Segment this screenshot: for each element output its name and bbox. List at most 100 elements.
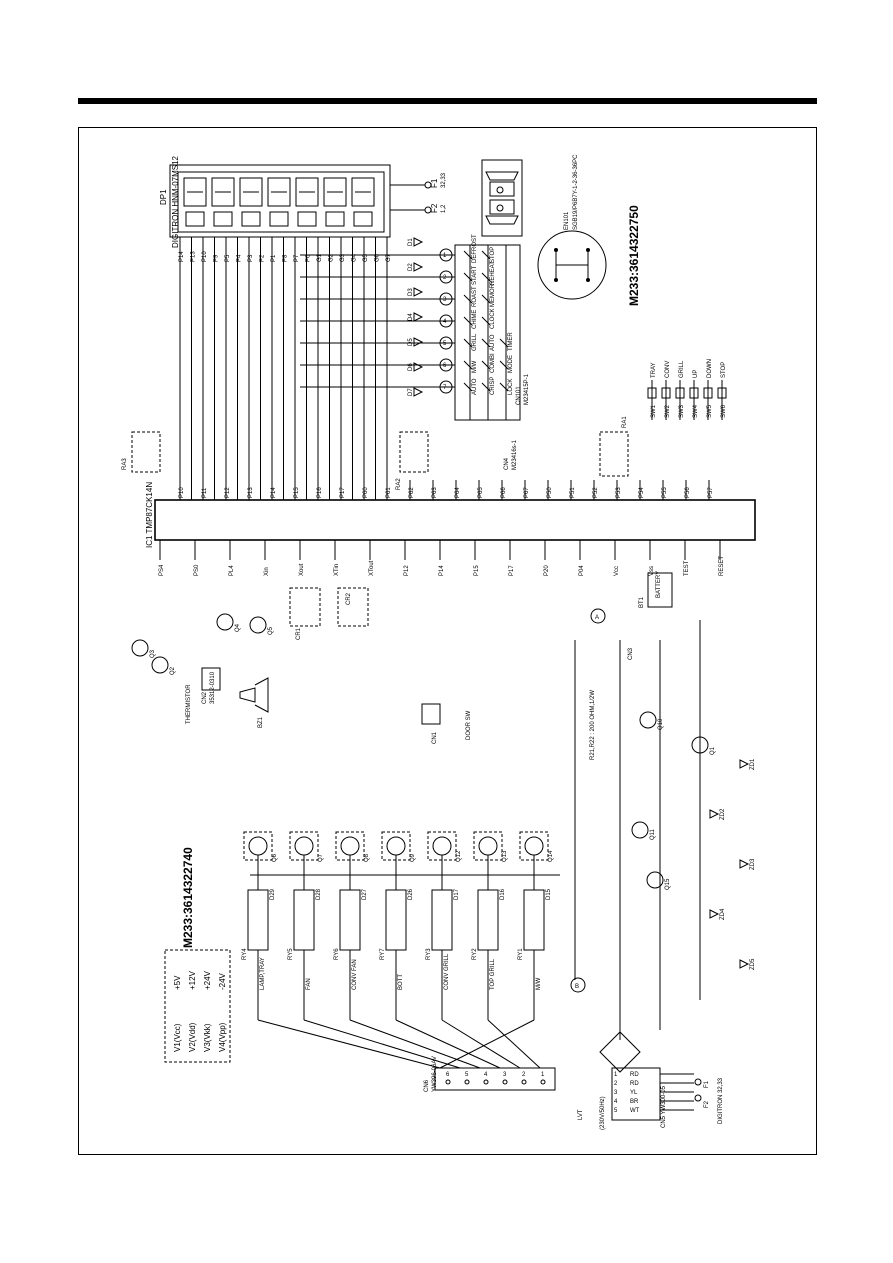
tact-switch-label: SW5	[707, 404, 713, 418]
display-pin-label: G4	[352, 253, 358, 262]
relay-diode-label: D15	[546, 888, 552, 900]
ic-pin-label: XTout	[369, 560, 375, 576]
cn4-model: M23416s-1	[512, 439, 518, 470]
tact-switch-label: SW2	[665, 404, 671, 418]
legend-name: V4(Vpp)	[218, 1022, 227, 1052]
legend-value: +24V	[203, 970, 212, 990]
display-pin-label: P10	[202, 251, 208, 262]
display-pin-label: P6	[306, 254, 312, 262]
vfd-en101: EN101 SGB19/P6B7Y-1-2-36-36PC	[537, 154, 607, 300]
cn5-pin: 3	[614, 1090, 618, 1096]
cn5-wire: RD	[630, 1081, 639, 1087]
ic-port-label: P60	[363, 487, 369, 498]
ic-port-label: P10	[179, 487, 185, 498]
relay-transistor	[340, 836, 360, 856]
relay-load-label: FAN	[306, 978, 312, 990]
legend-value: +12V	[188, 970, 197, 990]
cr1-label: CR1	[296, 627, 302, 640]
ra2-label: RA2	[396, 478, 402, 490]
key-diode-label: D4	[408, 313, 414, 321]
cn6-model: YW396-06AV	[432, 1056, 438, 1092]
key-label: LOCK	[508, 379, 514, 395]
display-pin-label: G5	[363, 253, 369, 262]
tact-switch	[661, 387, 671, 399]
ic-port-label: P14	[271, 487, 277, 498]
ic-port-label: P67	[524, 487, 530, 498]
key-label: STOP	[490, 247, 496, 263]
ic-port-label: P50	[547, 487, 553, 498]
key-label: AUTO	[490, 334, 496, 351]
point-b-label: B	[575, 984, 579, 990]
key-row-number: 2	[443, 275, 447, 281]
tact-function-label: GRILL	[679, 360, 685, 378]
relay-transistor	[294, 836, 314, 856]
key-row-number: 3	[443, 297, 447, 303]
key-label: M/W	[472, 360, 478, 373]
ra1-label: RA1	[622, 416, 628, 428]
relay-load-label: CONV FAN	[352, 959, 358, 990]
relay-coil	[293, 889, 315, 951]
ic-port-label: P13	[248, 487, 254, 498]
relay-section: Q6D29RY4LAMP,TRAYQ7D28RY5FANQ8D27RY6CONV…	[242, 831, 560, 1069]
key-diode-label: D2	[408, 263, 414, 271]
ic-pin-label: Xin	[264, 567, 270, 576]
cn5-pin: 1	[614, 1072, 618, 1078]
relay-diode-label: D17	[454, 888, 460, 900]
tact-function-label: UP	[693, 370, 699, 378]
ic-pin-label: Xout	[299, 563, 305, 576]
transistor	[631, 821, 649, 839]
transistor	[216, 613, 234, 631]
display-pin-label: P1	[271, 254, 277, 262]
key-diode-label: D3	[408, 288, 414, 296]
relay-load-label: BOTT	[398, 974, 404, 990]
transistor	[691, 736, 709, 754]
tact-switch-label: SW4	[693, 404, 699, 418]
transistor-label: Q3	[150, 649, 156, 658]
key-label: TIMER	[508, 332, 514, 351]
display-digit	[323, 177, 347, 207]
transistor-label: Q11	[650, 828, 656, 840]
cn1-label: CN1	[432, 731, 438, 744]
cn5-wire: WT	[630, 1108, 640, 1114]
ic1-label: IC1 TMP87CK14N	[145, 482, 154, 548]
cn5-pin: 2	[614, 1081, 618, 1087]
bridge-rectifier: B	[570, 977, 641, 1073]
ic-pin-label: PS4	[159, 564, 165, 576]
tact-function-label: CONV	[665, 361, 671, 378]
relay-diode-label: D26	[408, 888, 414, 900]
display-pin-label: G2	[329, 253, 335, 262]
relay-transistor	[432, 836, 452, 856]
display-pin-label: P14	[179, 251, 185, 262]
tact-switch-label: SW1	[651, 404, 657, 418]
voltage-legend: V1(Vcc)+5VV2(Vdd)+12VV3(Vkk)+24VV4(Vpp)-…	[164, 949, 231, 1063]
relay-load-label: M/W	[536, 977, 542, 990]
display-pin-label: P13	[191, 251, 197, 262]
cn6-pin: 1	[541, 1072, 545, 1078]
ic-pin-label: PL4	[229, 565, 235, 576]
relay-coil	[523, 889, 545, 951]
display-digit	[183, 177, 207, 207]
relay-transistor	[386, 836, 406, 856]
display-pin-label: P4	[237, 254, 243, 262]
display-digit	[267, 177, 291, 207]
ic-port-label: P57	[708, 487, 714, 498]
relay-load-label: LAMP,TRAY	[260, 957, 266, 990]
ic-port-label: P56	[685, 487, 691, 498]
display-pin-label: P5	[225, 254, 231, 262]
tact-switch-label: SW3	[679, 404, 685, 418]
buzzer-label: BZ1	[258, 716, 264, 728]
schematic-frame	[78, 127, 817, 1155]
relay-diode-label: D29	[270, 888, 276, 900]
transistor	[249, 616, 267, 634]
ic-port-label: P55	[662, 487, 668, 498]
key-row-number: 5	[443, 341, 447, 347]
key-label: ROAST	[472, 286, 478, 307]
left-misc: CR1 CR2 BZ1 CN1 DOOR SW THERMISTOR CN2 3…	[131, 587, 716, 890]
relay-transistor-label: Q7	[318, 853, 324, 862]
display-icon	[269, 211, 289, 227]
cn5-pin: 4	[614, 1099, 618, 1105]
cn2-model: 35312-0310	[210, 671, 216, 704]
display-dp1: DP1 DIGITRON HNM-07MS12 F1 32,33 F2 1,2	[159, 155, 447, 248]
ic-pin-label: P17	[509, 565, 515, 576]
